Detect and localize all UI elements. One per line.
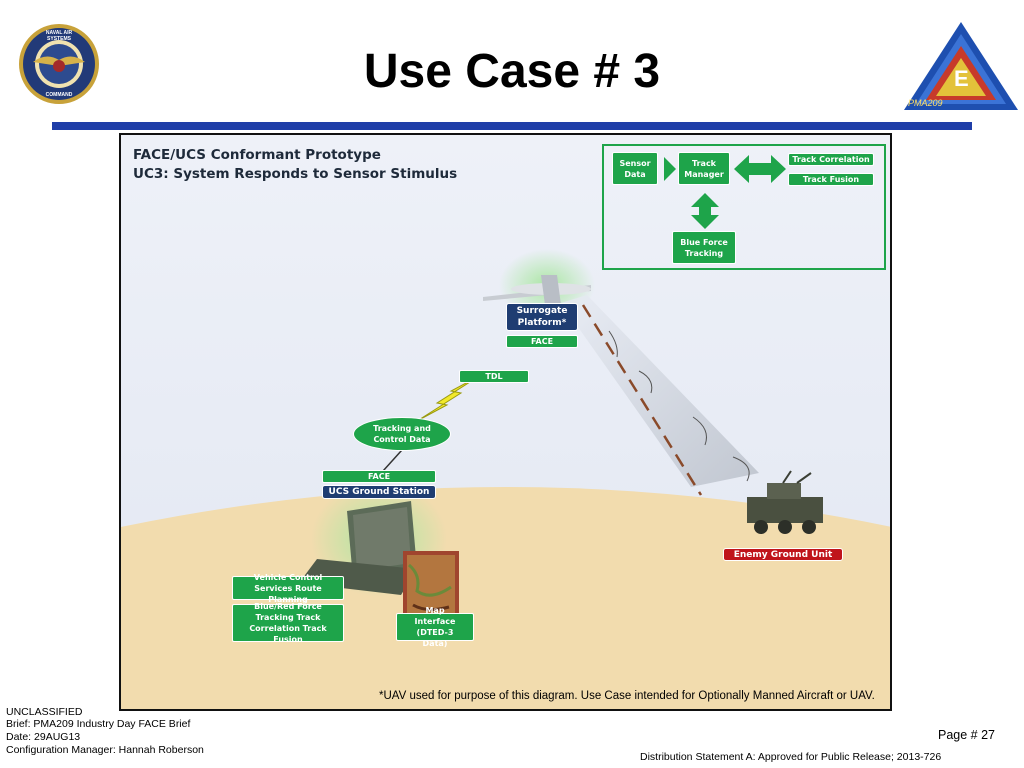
vehicle-control-services-label: Vehicle Control Services Route Planning: [232, 573, 344, 604]
right-arrow-icon: [664, 157, 676, 181]
right-logo-label: PMA209: [908, 98, 943, 108]
diagram-footnote: *UAV used for purpose of this diagram. U…: [379, 690, 875, 702]
title-rule: [52, 122, 972, 130]
pma209-logo: E PMA209: [902, 20, 1020, 112]
left-logo-text-top: NAVAL AIR SYSTEMS: [45, 30, 73, 42]
legend-sensor-data: Sensor Data: [612, 152, 658, 185]
navair-seal-logo: NAVAL AIR SYSTEMS COMMAND: [18, 22, 100, 106]
slide-title: Use Case # 3: [363, 45, 661, 98]
ucs-ground-station-label: UCS Ground Station: [322, 485, 436, 499]
legend-track-manager: Track Manager: [678, 152, 730, 185]
legend-blue-force-tracking: Blue Force Tracking: [672, 231, 736, 264]
sensor-beam: [561, 295, 759, 487]
double-arrow-vertical-icon: [691, 193, 719, 229]
legend-track-correlation: Track Correlation: [788, 153, 874, 166]
surrogate-platform-label: Surrogate Platform*: [506, 303, 578, 331]
map-interface-label: Map Interface (DTED-3 Data): [396, 606, 474, 648]
enemy-vehicle-icon: [747, 470, 823, 534]
diagram-heading-line1: FACE/UCS Conformant Prototype: [133, 147, 381, 163]
diagram-heading-line2: UC3: System Responds to Sensor Stimulus: [133, 166, 458, 182]
double-arrow-horizontal-icon: [734, 155, 786, 183]
page-number: Page # 27: [938, 728, 995, 742]
laser-line: [581, 304, 703, 496]
platform-face-label: FACE: [506, 335, 578, 348]
footer-date: Date: 29AUG13: [6, 731, 81, 743]
ground-station-face-label: FACE: [322, 470, 436, 483]
force-tracking-label: Blue/Red Force Tracking Track Correlatio…: [232, 602, 344, 644]
distribution-statement: Distribution Statement A: Approved for P…: [640, 751, 942, 763]
footer-config-manager: Configuration Manager: Hannah Roberson: [6, 744, 204, 756]
footer-classification: UNCLASSIFIED: [6, 706, 83, 718]
footer-brief: Brief: PMA209 Industry Day FACE Brief: [6, 718, 191, 730]
legend-track-fusion: Track Fusion: [788, 173, 874, 186]
diagram-panel: FACE/UCS Conformant Prototype UC3: Syste…: [119, 133, 892, 711]
legend-frame: [602, 144, 886, 270]
left-logo-text-bottom: COMMAND: [45, 92, 73, 98]
svg-text:E: E: [954, 66, 969, 91]
tracking-control-data-label: Tracking and Control Data: [353, 417, 451, 451]
tdl-label: TDL: [459, 370, 529, 383]
enemy-ground-unit-label: Enemy Ground Unit: [723, 548, 843, 561]
uav-aircraft: [483, 275, 591, 305]
